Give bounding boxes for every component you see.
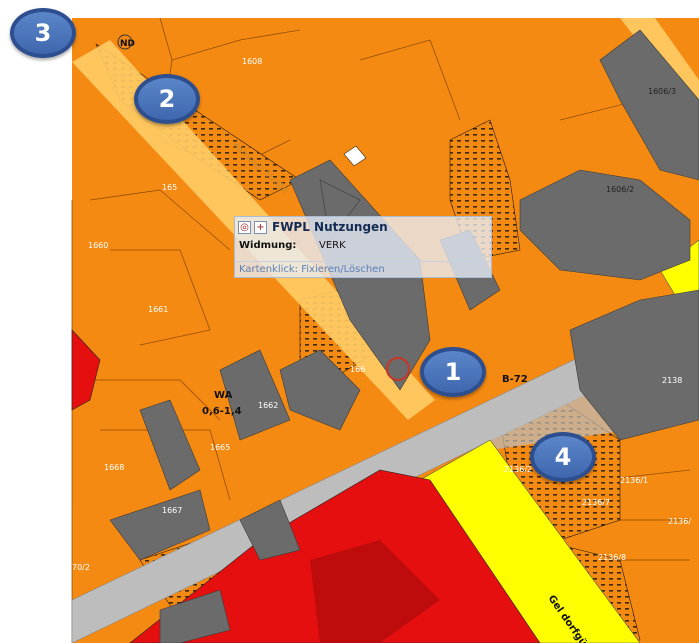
marker-1[interactable]: 1	[420, 347, 486, 397]
marker-4-label: 4	[554, 443, 572, 471]
parcel-label: 1606/3	[648, 87, 676, 96]
parcel-label: 1668	[104, 463, 124, 472]
nd-symbol	[117, 34, 133, 50]
marker-3[interactable]: 3	[10, 8, 76, 58]
popup-header: ◎ + FWPL Nutzungen	[235, 217, 491, 237]
zone-type-label: WA	[214, 390, 233, 401]
target-icon[interactable]: ◎	[238, 220, 251, 234]
nd-label: ND	[120, 39, 135, 49]
parcel-label: 1665	[210, 443, 230, 452]
popup-hint: Kartenklick: Fixieren/Löschen	[235, 261, 491, 275]
parcel-label: 2136/7	[582, 498, 610, 507]
move-icon[interactable]: +	[254, 220, 267, 234]
marker-4[interactable]: 4	[530, 432, 596, 482]
map-labels: 1608 1606/3 1606/2 165 1660 1661 166 166…	[72, 57, 691, 572]
parcel-label: 1660	[88, 241, 108, 250]
parcel-label: 70/2	[72, 563, 90, 572]
marker-1-label: 1	[444, 358, 462, 386]
parcel-label: 166	[350, 365, 365, 374]
red-zone-left	[71, 329, 101, 411]
small-square-feature	[343, 145, 367, 167]
parcel-label: 165	[162, 183, 177, 192]
widmung-value: VERK	[319, 239, 346, 251]
marker-2-label: 2	[158, 85, 176, 113]
parcel-label: 1661	[148, 305, 168, 314]
parcel-label: 2136/2	[504, 465, 532, 474]
parcel-label: 1667	[162, 506, 182, 515]
red-zone-bottom-inner	[310, 540, 440, 643]
parcel-label: 2138	[662, 376, 682, 385]
location-ring[interactable]	[385, 356, 411, 382]
marker-3-label: 3	[34, 19, 52, 47]
parcel-label: 1606/2	[606, 185, 634, 194]
parcel-label: 2136/	[668, 517, 691, 526]
widmung-label: Widmung:	[239, 239, 297, 251]
marker-2[interactable]: 2	[134, 74, 200, 124]
parcel-label: 2136/8	[598, 553, 626, 562]
road-label: B-72	[502, 374, 528, 385]
popup-title: FWPL Nutzungen	[272, 220, 388, 234]
info-popup: ◎ + FWPL Nutzungen Widmung: VERK Kartenk…	[234, 216, 492, 278]
parcel-label: 1608	[242, 57, 262, 66]
popup-attribute-row: Widmung: VERK	[235, 237, 491, 253]
parcel-label: 2136/1	[620, 476, 648, 485]
parcel-label: 1662	[258, 401, 278, 410]
zone-density-label: 0,6-1,4	[202, 406, 242, 417]
